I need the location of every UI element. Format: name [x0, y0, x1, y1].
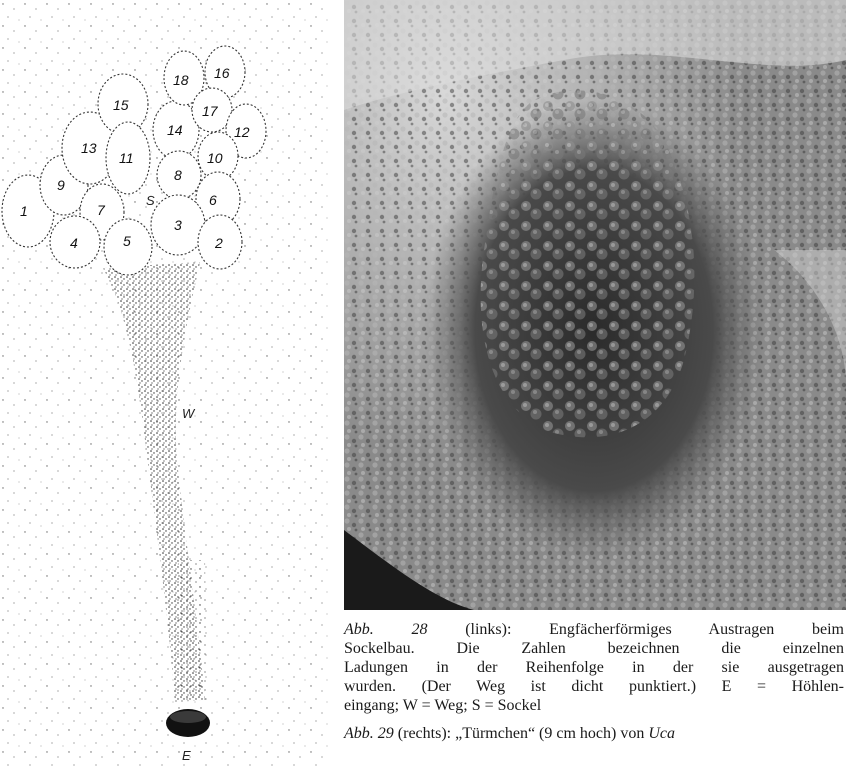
- caption-text: Ladungen in der Reihenfolge in der sie a…: [344, 658, 844, 677]
- load-number: 3: [174, 217, 182, 233]
- load-number: 16: [214, 65, 230, 81]
- load-number: 4: [70, 235, 78, 251]
- figure-29-photograph: [344, 0, 846, 610]
- label-eingang: E: [182, 748, 191, 763]
- caption-text: wurden. (Der Weg ist dicht punktiert.) E…: [344, 677, 844, 696]
- load-number: 5: [123, 233, 131, 249]
- label-weg: W: [182, 406, 196, 421]
- abb-28-reference: Abb. 28: [344, 621, 427, 638]
- caption-text: (links): Engfächerförmiges Austragen bei…: [427, 621, 844, 638]
- load-number: 18: [173, 72, 189, 88]
- figure-caption: Abb. 28 (links): Engfächerförmiges Austr…: [344, 620, 844, 752]
- caption-abb-28: Abb. 28 (links): Engfächerförmiges Austr…: [344, 620, 844, 715]
- path-w-lower: [175, 560, 207, 702]
- load-number: 15: [113, 97, 129, 113]
- load-number: 13: [81, 140, 97, 156]
- load-number: 6: [209, 192, 217, 208]
- label-sockel: S: [146, 193, 155, 208]
- load-number: 12: [234, 124, 250, 140]
- figure-28-drawing: 1 2 3 4 5 6 7 8 9 10 11 12 13 14 15 16 1…: [0, 0, 330, 766]
- caption-text: (rechts): „Türmchen“ (9 cm hoch) von: [394, 725, 649, 742]
- load-number: 2: [214, 235, 223, 251]
- load-number: 7: [97, 202, 106, 218]
- caption-text: eingang; W = Weg; S = Sockel: [344, 696, 844, 715]
- caption-text: Sockelbau. Die Zahlen bezeichnen die ein…: [344, 639, 844, 658]
- load-number: 10: [207, 150, 223, 166]
- load-number: 11: [119, 150, 134, 166]
- load-number: 14: [167, 122, 183, 138]
- load-number: 8: [174, 167, 182, 183]
- species-name: Uca: [648, 725, 675, 742]
- load-number: 9: [57, 177, 65, 193]
- abb-29-reference: Abb. 29: [344, 725, 394, 742]
- load-number: 1: [20, 203, 28, 219]
- cave-entrance-rim: [170, 711, 206, 723]
- load-number: 17: [202, 103, 219, 119]
- caption-abb-29: Abb. 29 (rechts): „Türmchen“ (9 cm hoch)…: [344, 724, 844, 743]
- tower-pellets: [481, 90, 695, 437]
